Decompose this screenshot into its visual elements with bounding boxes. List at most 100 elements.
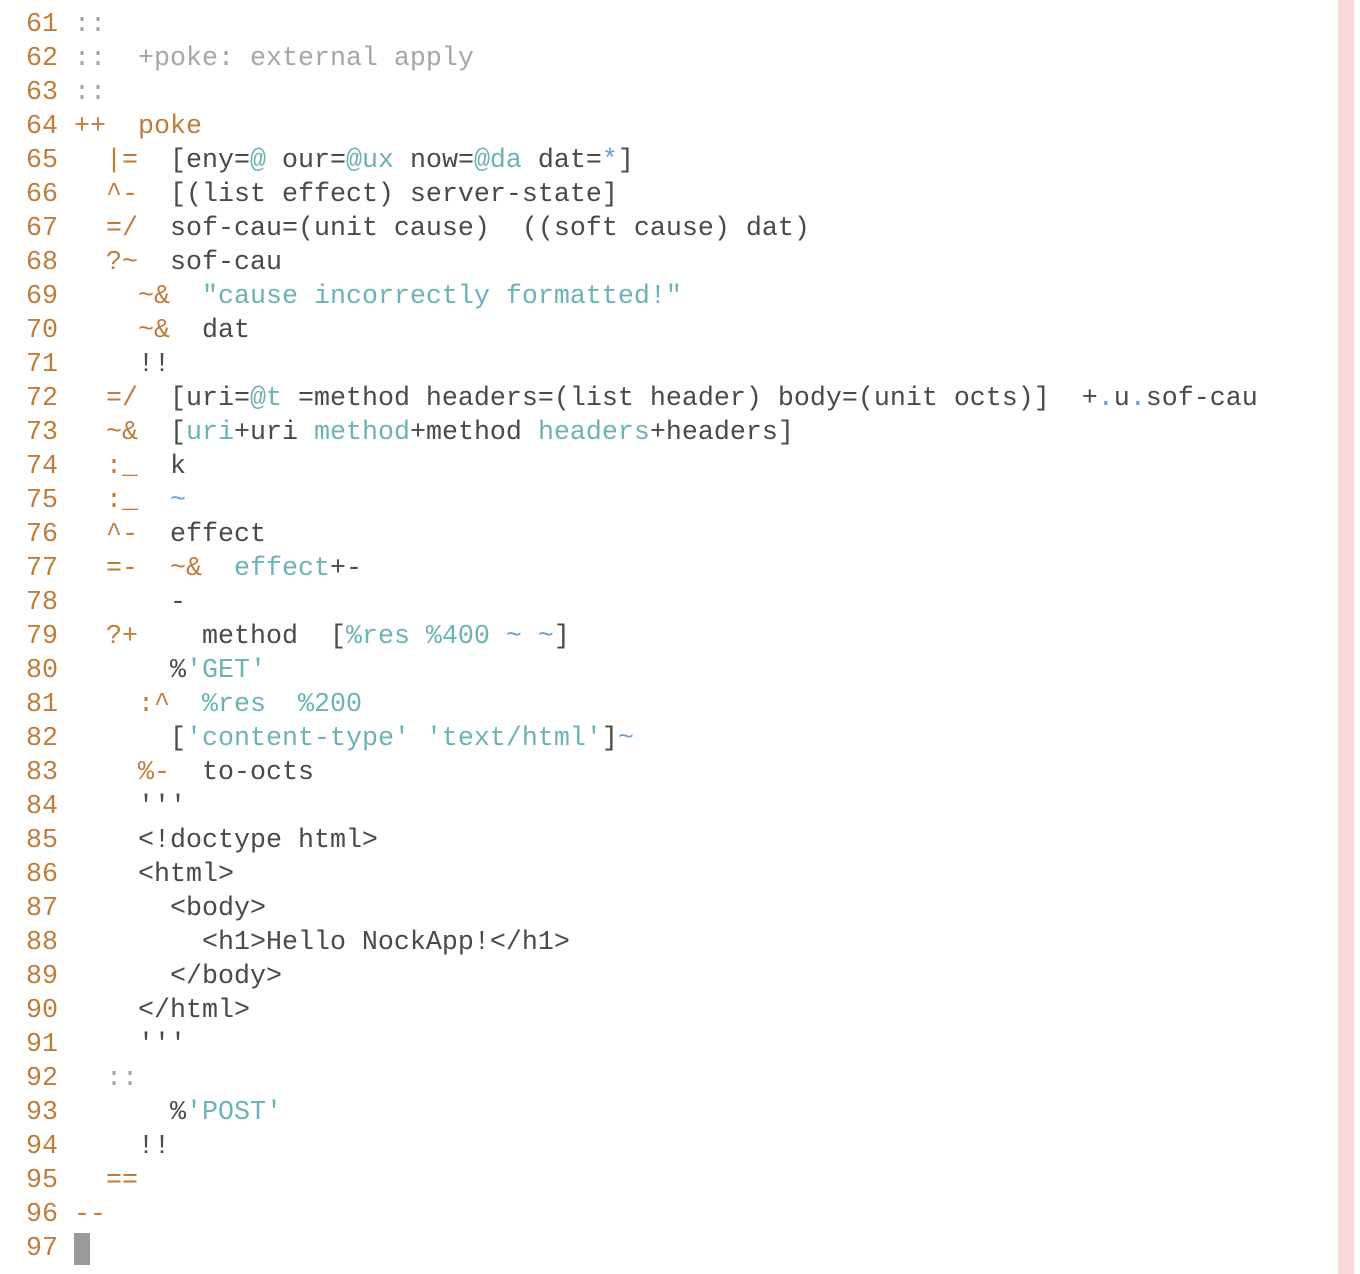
code-line[interactable]: 87 <body> [26,892,1258,926]
code-line[interactable]: 86 <html> [26,858,1258,892]
code-token: sof-cau [1145,384,1258,414]
code-line[interactable]: 82 ['content-type' 'text/html']~ [26,722,1258,756]
code-line[interactable]: 78 - [26,586,1258,620]
line-number: 82 [26,724,58,754]
code-token: % [74,1098,186,1128]
code-token [490,622,506,652]
code-token: ~& [74,282,202,312]
line-number: 63 [26,78,58,108]
code-line[interactable]: 89 </body> [26,960,1258,994]
code-token: 'GET' [185,656,266,686]
line-number: 87 [26,894,58,924]
line-number: 88 [26,928,58,958]
code-line[interactable]: 79 ?+ method [%res %400 ~ ~] [26,620,1258,654]
code-line[interactable]: 93 %'POST' [26,1096,1258,1130]
code-line[interactable]: 64++ poke [26,110,1258,144]
code-line[interactable]: 90 </html> [26,994,1258,1028]
code-token: ^- [74,180,170,210]
line-number: 78 [26,588,58,618]
code-line[interactable]: 71 !! [26,348,1258,382]
code-token: [ [169,418,186,448]
code-line[interactable]: 66 ^- [(list effect) server-state] [26,178,1258,212]
code-token [410,724,426,754]
code-token: ] [601,724,618,754]
line-number: 91 [26,1030,58,1060]
code-token: ?~ [74,248,170,278]
line-number: 97 [26,1234,58,1264]
code-token: ~ [617,724,634,754]
code-line[interactable]: 68 ?~ sof-cau [26,246,1258,280]
code-line[interactable]: 69 ~& "cause incorrectly formatted!" [26,280,1258,314]
line-number: 80 [26,656,58,686]
code-token: <body> [74,894,266,924]
line-number: 74 [26,452,58,482]
code-token: sof-cau [169,248,282,278]
code-token: :^ [74,690,202,720]
code-token: ^- [74,520,170,550]
code-line[interactable]: 85 <!doctype html> [26,824,1258,858]
code-token: - [74,588,186,618]
right-margin-indicator [1338,0,1354,1274]
code-line[interactable]: 96-- [26,1198,1258,1232]
code-line[interactable]: 95 == [26,1164,1258,1198]
code-line[interactable]: 75 :_ ~ [26,484,1258,518]
code-line[interactable]: 80 %'GET' [26,654,1258,688]
line-number: 81 [26,690,58,720]
code-token: method [313,418,410,448]
code-line[interactable]: 63:: [26,76,1258,110]
code-line[interactable]: 77 =- ~& effect+- [26,552,1258,586]
line-number: 83 [26,758,58,788]
code-token: +method [409,418,538,448]
code-token: u [1113,384,1130,414]
code-line[interactable]: 76 ^- effect [26,518,1258,552]
code-token: % [74,656,186,686]
line-number: 73 [26,418,58,448]
code-line[interactable]: 65 |= [eny=@ our=@ux now=@da dat=*] [26,144,1258,178]
code-line[interactable]: 97 [26,1232,1258,1266]
code-line[interactable]: 81 :^ %res %200 [26,688,1258,722]
line-number: 76 [26,520,58,550]
code-token: dat [201,316,250,346]
code-token: [(list effect) server-state] [169,180,618,210]
code-token: !! [74,350,170,380]
code-token [522,622,538,652]
line-number: 67 [26,214,58,244]
code-token: +- [329,554,362,584]
line-number: 93 [26,1098,58,1128]
code-token: [ [74,724,186,754]
code-token: ] [617,146,634,176]
code-line[interactable]: 84 ''' [26,790,1258,824]
line-number: 94 [26,1132,58,1162]
code-token: ''' [74,1030,186,1060]
code-token: uri [185,418,234,448]
code-line[interactable]: 61:: [26,8,1258,42]
code-token: @ [249,146,266,176]
code-line[interactable]: 70 ~& dat [26,314,1258,348]
code-line[interactable]: 73 ~& [uri+uri method+method headers+hea… [26,416,1258,450]
code-line[interactable]: 72 =/ [uri=@t =method headers=(list head… [26,382,1258,416]
code-token: :: [74,78,106,108]
code-token: @da [473,146,522,176]
code-line[interactable]: 67 =/ sof-cau=(unit cause) ((soft cause)… [26,212,1258,246]
code-line[interactable]: 88 <h1>Hello NockApp!</h1> [26,926,1258,960]
code-line[interactable]: 94 !! [26,1130,1258,1164]
code-token: method [ [201,622,346,652]
code-token: =method headers=(list header) body=(unit… [281,384,1098,414]
line-number: 64 [26,112,58,142]
line-number: 72 [26,384,58,414]
text-cursor [74,1233,90,1265]
line-number: 96 [26,1200,58,1230]
code-line[interactable]: 62:: +poke: external apply [26,42,1258,76]
line-number: 86 [26,860,58,890]
code-token: ~ [537,622,554,652]
line-number: 77 [26,554,58,584]
line-number: 68 [26,248,58,278]
code-line[interactable]: 91 ''' [26,1028,1258,1062]
code-line[interactable]: 83 %- to-octs [26,756,1258,790]
code-token: %res %400 [345,622,490,652]
code-line[interactable]: 92 :: [26,1062,1258,1096]
code-token: :_ [74,452,170,482]
code-line[interactable]: 74 :_ k [26,450,1258,484]
code-token: :_ [74,486,170,516]
